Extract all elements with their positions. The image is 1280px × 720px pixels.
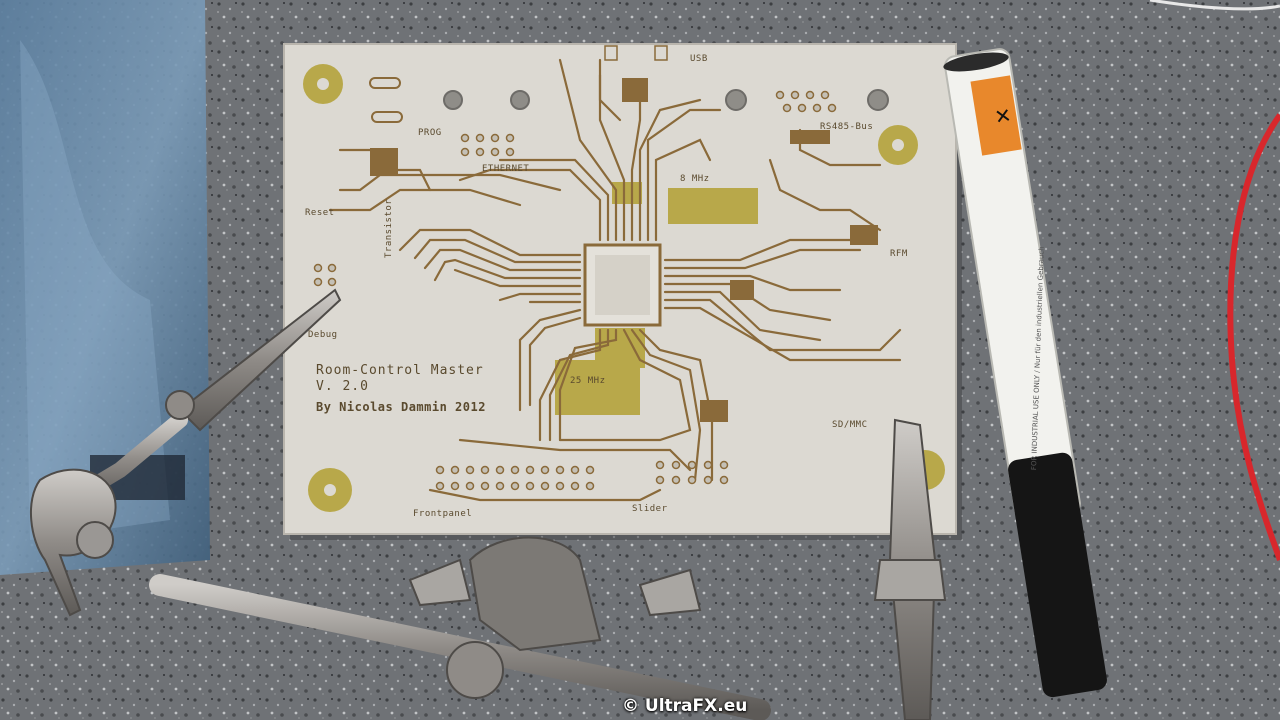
crystal-25mhz-label: 25 MHz xyxy=(570,376,606,386)
prog-label: PROG xyxy=(418,128,442,138)
pcb-title: Room-Control Master xyxy=(316,363,484,378)
red-wire xyxy=(1227,113,1280,562)
pin-headers xyxy=(313,90,837,491)
pcb-author: By Nicolas Dammin 2012 xyxy=(316,400,486,414)
slider-label: Slider xyxy=(632,504,668,514)
ethernet-label: ETHERNET xyxy=(482,164,530,174)
usb-label: USB xyxy=(690,54,708,64)
crystal-8mhz-label: 8 MHz xyxy=(680,174,710,184)
mcu-footprint xyxy=(583,243,662,327)
photo-watermark: © UltraFX.eu xyxy=(622,696,748,716)
ic-footprints xyxy=(370,78,878,422)
pcb-version: V. 2.0 xyxy=(316,379,369,394)
rfm-label: RFM xyxy=(890,249,908,259)
hazard-label xyxy=(970,75,1022,156)
helping-hands-clamp xyxy=(29,288,947,720)
marker-pen xyxy=(943,48,1107,698)
ethernet-holes xyxy=(443,89,889,111)
debug-label: Debug xyxy=(308,330,338,340)
crystal-pads xyxy=(555,182,758,415)
reset-label: Reset xyxy=(305,208,335,218)
transistor-label: Transistor xyxy=(384,198,394,258)
bus-label: RS485-Bus xyxy=(820,122,874,132)
sd-mmc-label: SD/MMC xyxy=(832,420,868,430)
hazard-x-icon: ✕ xyxy=(992,102,1014,130)
frontpanel-label: Frontpanel xyxy=(413,509,473,519)
